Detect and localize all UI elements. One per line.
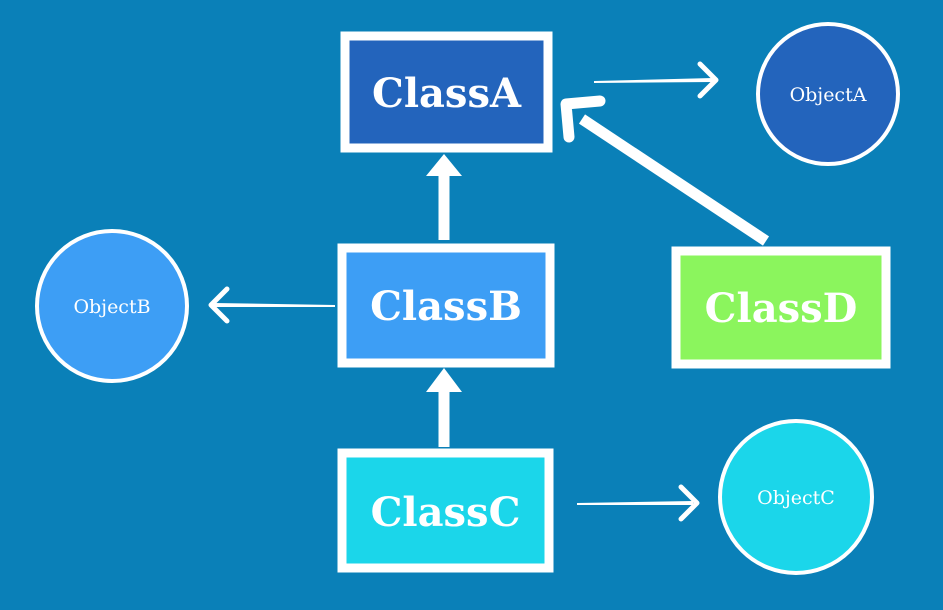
arrow-class-c-to-class-b xyxy=(426,368,462,447)
arrow-class-b-to-class-a xyxy=(426,154,462,240)
class-c-node: ClassC xyxy=(337,448,554,573)
class-a-label: ClassA xyxy=(372,70,522,117)
object-c-label: ObjectC xyxy=(757,487,835,509)
arrow-class-b-to-object-b xyxy=(208,286,335,324)
arrow-class-c-to-object-c xyxy=(577,484,700,522)
class-c-label: ClassC xyxy=(371,489,521,536)
object-c-circle xyxy=(718,419,874,575)
object-b-node: ObjectB xyxy=(35,229,189,383)
class-d-box xyxy=(671,246,891,369)
object-c-node: ObjectC xyxy=(718,419,874,575)
arrow-shaft xyxy=(594,78,713,83)
arrow-head xyxy=(426,368,462,392)
class-d-label: ClassD xyxy=(705,285,858,332)
class-a-node: ClassA xyxy=(340,31,553,153)
arrow-head xyxy=(560,95,606,143)
class-b-label: ClassB xyxy=(370,283,522,330)
arrow-head xyxy=(426,154,462,176)
class-b-node: ClassB xyxy=(337,243,555,368)
arrow-head xyxy=(697,61,719,99)
arrow-shaft xyxy=(577,501,693,505)
class-a-box xyxy=(340,31,553,153)
class-b-box xyxy=(337,243,555,368)
arrow-shaft xyxy=(214,303,335,307)
class-c-box xyxy=(337,448,554,573)
object-b-label: ObjectB xyxy=(73,296,150,318)
object-b-circle xyxy=(35,229,189,383)
object-a-node: ObjectA xyxy=(756,22,900,166)
arrow-shaft xyxy=(578,114,770,246)
class-d-node: ClassD xyxy=(671,246,891,369)
object-a-circle xyxy=(756,22,900,166)
arrow-class-d-to-class-a xyxy=(560,95,770,246)
arrow-head xyxy=(208,286,230,324)
object-a-label: ObjectA xyxy=(790,84,867,106)
arrow-class-a-to-object-a xyxy=(594,61,719,99)
arrow-head xyxy=(678,484,700,522)
